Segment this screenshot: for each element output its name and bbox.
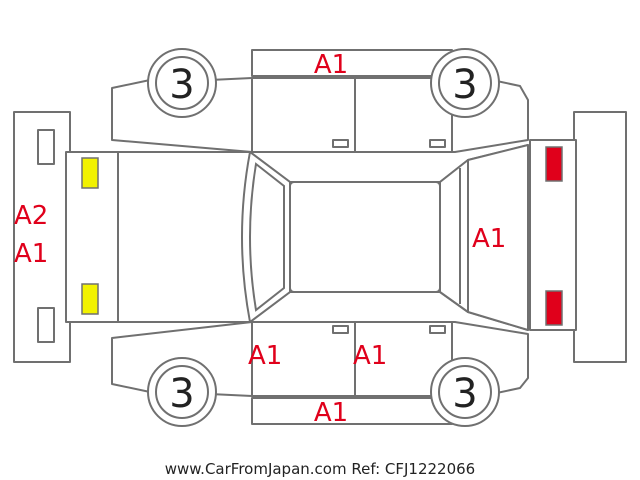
rear-bumper xyxy=(573,111,627,363)
lower-front-door-handle xyxy=(332,325,349,334)
front-bumper-upper-lamp xyxy=(37,129,55,165)
footer-reference: www.CarFromJapan.com Ref: CFJ1222066 xyxy=(165,460,475,478)
damage-label-bottom-strip: A1 xyxy=(314,398,348,428)
wheel-front-right-grade: 3 xyxy=(169,371,194,417)
tailgate xyxy=(467,144,529,331)
upper-front-door-handle xyxy=(332,139,349,148)
windshield-inner xyxy=(249,162,285,312)
damage-label-front-bumper-2: A1 xyxy=(14,239,48,269)
taillight-top xyxy=(545,146,563,182)
taillight-bottom xyxy=(545,290,563,326)
damage-label-front-bumper-1: A2 xyxy=(14,201,48,231)
bottom-side-strip xyxy=(251,397,453,425)
headlight-bottom xyxy=(81,283,99,315)
windshield xyxy=(241,151,291,323)
damage-label-top-strip: A1 xyxy=(314,50,348,80)
lower-rear-door-handle xyxy=(429,325,446,334)
upper-side-body xyxy=(111,77,529,153)
damage-label-rear-window: A1 xyxy=(472,224,506,254)
headlight-top xyxy=(81,157,99,189)
upper-rear-door-handle xyxy=(429,139,446,148)
wheel-rear-right: 3 xyxy=(430,357,500,427)
wheel-rear-left: 3 xyxy=(430,48,500,118)
damage-label-rear-door-right: A1 xyxy=(353,341,387,371)
wheel-front-right: 3 xyxy=(147,357,217,427)
wheel-rear-right-grade: 3 xyxy=(452,371,477,417)
front-bumper-lower-lamp xyxy=(37,307,55,343)
wheel-front-left: 3 xyxy=(147,48,217,118)
rear-window xyxy=(439,159,469,313)
top-side-strip xyxy=(251,49,453,77)
damage-label-front-door-right: A1 xyxy=(248,341,282,371)
wheel-front-left-grade: 3 xyxy=(169,62,194,108)
wheel-rear-left-grade: 3 xyxy=(452,62,477,108)
roof xyxy=(289,181,441,293)
